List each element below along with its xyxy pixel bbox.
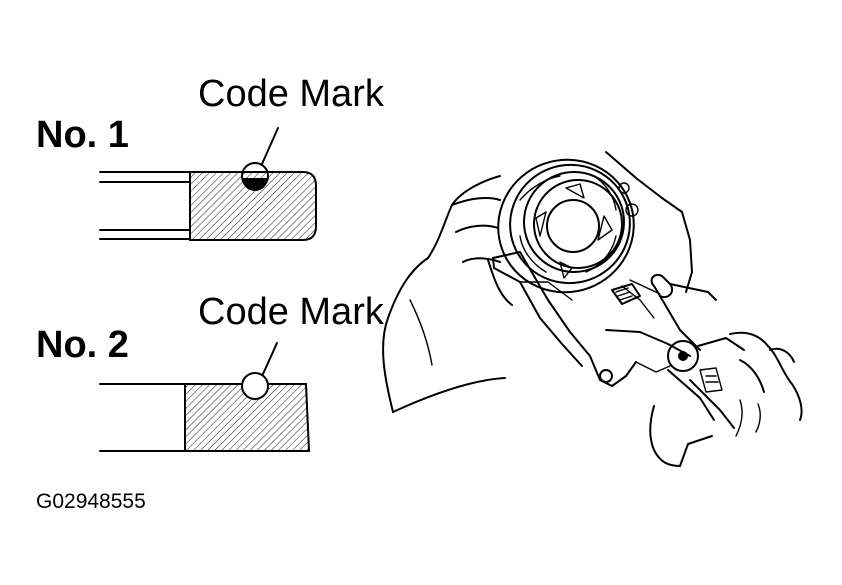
no2-shaft bbox=[99, 383, 186, 452]
item-no1: No. 1 Code Mark bbox=[36, 73, 385, 241]
no1-label: No. 1 bbox=[36, 114, 129, 156]
puller-tool bbox=[605, 274, 745, 429]
left-hand-drawing bbox=[382, 175, 513, 413]
item-no2: No. 2 Code Mark bbox=[36, 291, 385, 452]
no1-code-mark bbox=[241, 127, 279, 191]
pump-pulley bbox=[497, 158, 639, 294]
no1-shaft bbox=[99, 171, 191, 240]
pump-shaft bbox=[611, 283, 641, 305]
no1-code-mark-label: Code Mark bbox=[198, 73, 385, 115]
no2-code-mark-label: Code Mark bbox=[198, 291, 385, 333]
right-hand-drawing bbox=[649, 331, 803, 467]
figure-id: G02948555 bbox=[36, 490, 146, 513]
no2-label: No. 2 bbox=[36, 324, 129, 366]
no1-hatched-block bbox=[189, 171, 317, 241]
pump-hand-illustration bbox=[382, 151, 803, 467]
no2-code-mark bbox=[241, 342, 278, 400]
